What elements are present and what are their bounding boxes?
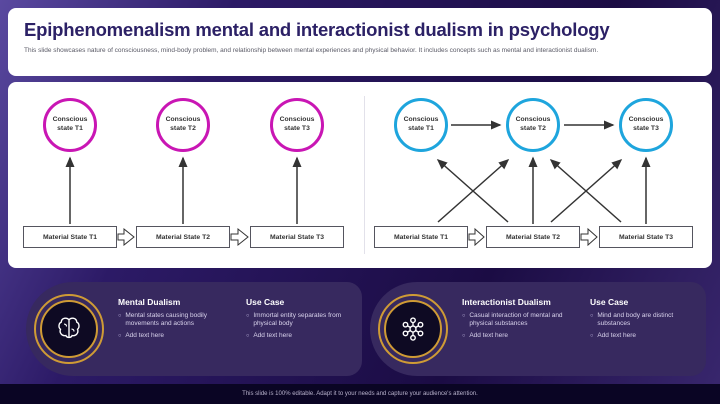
material-flow-arrows-right [468,227,598,247]
title-card: Epiphenomenalism mental and interactioni… [8,8,712,76]
list-item: Add text here [246,332,356,341]
panel-title: Mental Dualism [118,297,181,307]
mental-dualism-panel: Mental Dualism Mental states causing bod… [26,282,362,376]
conscious-state-label: Conscious state T3 [628,116,664,132]
conscious-state-label: Conscious state T2 [165,116,201,132]
panel-title: Interactionist Dualism [462,297,551,307]
material-state-node: Material State T2 [136,226,230,248]
list-item: Casual interaction of mental and physica… [462,312,582,329]
conscious-state-label: Conscious state T3 [279,116,315,132]
conscious-state-node: Conscious state T2 [156,98,210,152]
bullet-text: Immortal entity separates from physical … [253,312,342,328]
diagram-arrows [65,120,651,247]
icon-ring [378,294,448,364]
footer-note: This slide is 100% editable. Adapt it to… [242,391,478,397]
brain-icon [58,317,80,339]
conscious-state-node: Conscious state T2 [506,98,560,152]
list-item: Immortal entity separates from physical … [246,312,356,329]
icon-core [40,300,98,358]
material-state-node: Material State T2 [486,226,580,248]
icon-core [384,300,442,358]
epiphenomenalism-arrows [65,156,302,224]
interactionism-arrows [436,120,651,224]
molecule-icon [402,317,424,341]
diagram-card: Conscious state T1 Conscious state T2 Co… [8,82,712,268]
bullet-text: Mental states causing bodily movements a… [125,312,207,328]
footer-bar: This slide is 100% editable. Adapt it to… [0,384,720,404]
conscious-state-label: Conscious state T2 [515,116,551,132]
bullet-text: Add text here [597,331,636,339]
list-item: Add text here [590,332,700,341]
icon-ring [34,294,104,364]
conscious-state-node: Conscious state T3 [270,98,324,152]
material-flow-arrows-left [117,227,249,247]
bullet-text: Mind and body are distinct substances [597,312,674,328]
list-item: Add text here [462,332,582,341]
list-item: Mental states causing bodily movements a… [118,312,238,329]
use-case-title: Use Case [590,297,629,307]
page-title: Epiphenomenalism mental and interactioni… [24,19,610,40]
slide-subtitle: This slide showcases nature of conscious… [24,47,599,54]
conscious-state-label: Conscious state T1 [52,116,88,132]
conscious-state-node: Conscious state T1 [394,98,448,152]
interactionist-dualism-panel: Interactionist Dualism Casual interactio… [370,282,706,376]
use-case-title: Use Case [246,297,285,307]
material-state-node: Material State T3 [250,226,344,248]
panel-description-column: Interactionist Dualism Casual interactio… [462,297,582,344]
section-divider [364,96,365,254]
conscious-state-node: Conscious state T1 [43,98,97,152]
panel-description-column: Mental Dualism Mental states causing bod… [118,297,238,344]
bullet-text: Add text here [469,331,508,339]
bullet-text: Add text here [125,331,164,339]
conscious-state-label: Conscious state T1 [403,116,439,132]
list-item: Mind and body are distinct substances [590,312,700,329]
conscious-state-node: Conscious state T3 [619,98,673,152]
material-state-node: Material State T1 [374,226,468,248]
panel-usecase-column: Use Case Mind and body are distinct subs… [590,297,700,344]
bullet-text: Add text here [253,331,292,339]
list-item: Add text here [118,332,238,341]
bullet-text: Casual interaction of mental and physica… [469,312,563,328]
panel-usecase-column: Use Case Immortal entity separates from … [246,297,356,344]
material-state-node: Material State T3 [599,226,693,248]
material-state-node: Material State T1 [23,226,117,248]
